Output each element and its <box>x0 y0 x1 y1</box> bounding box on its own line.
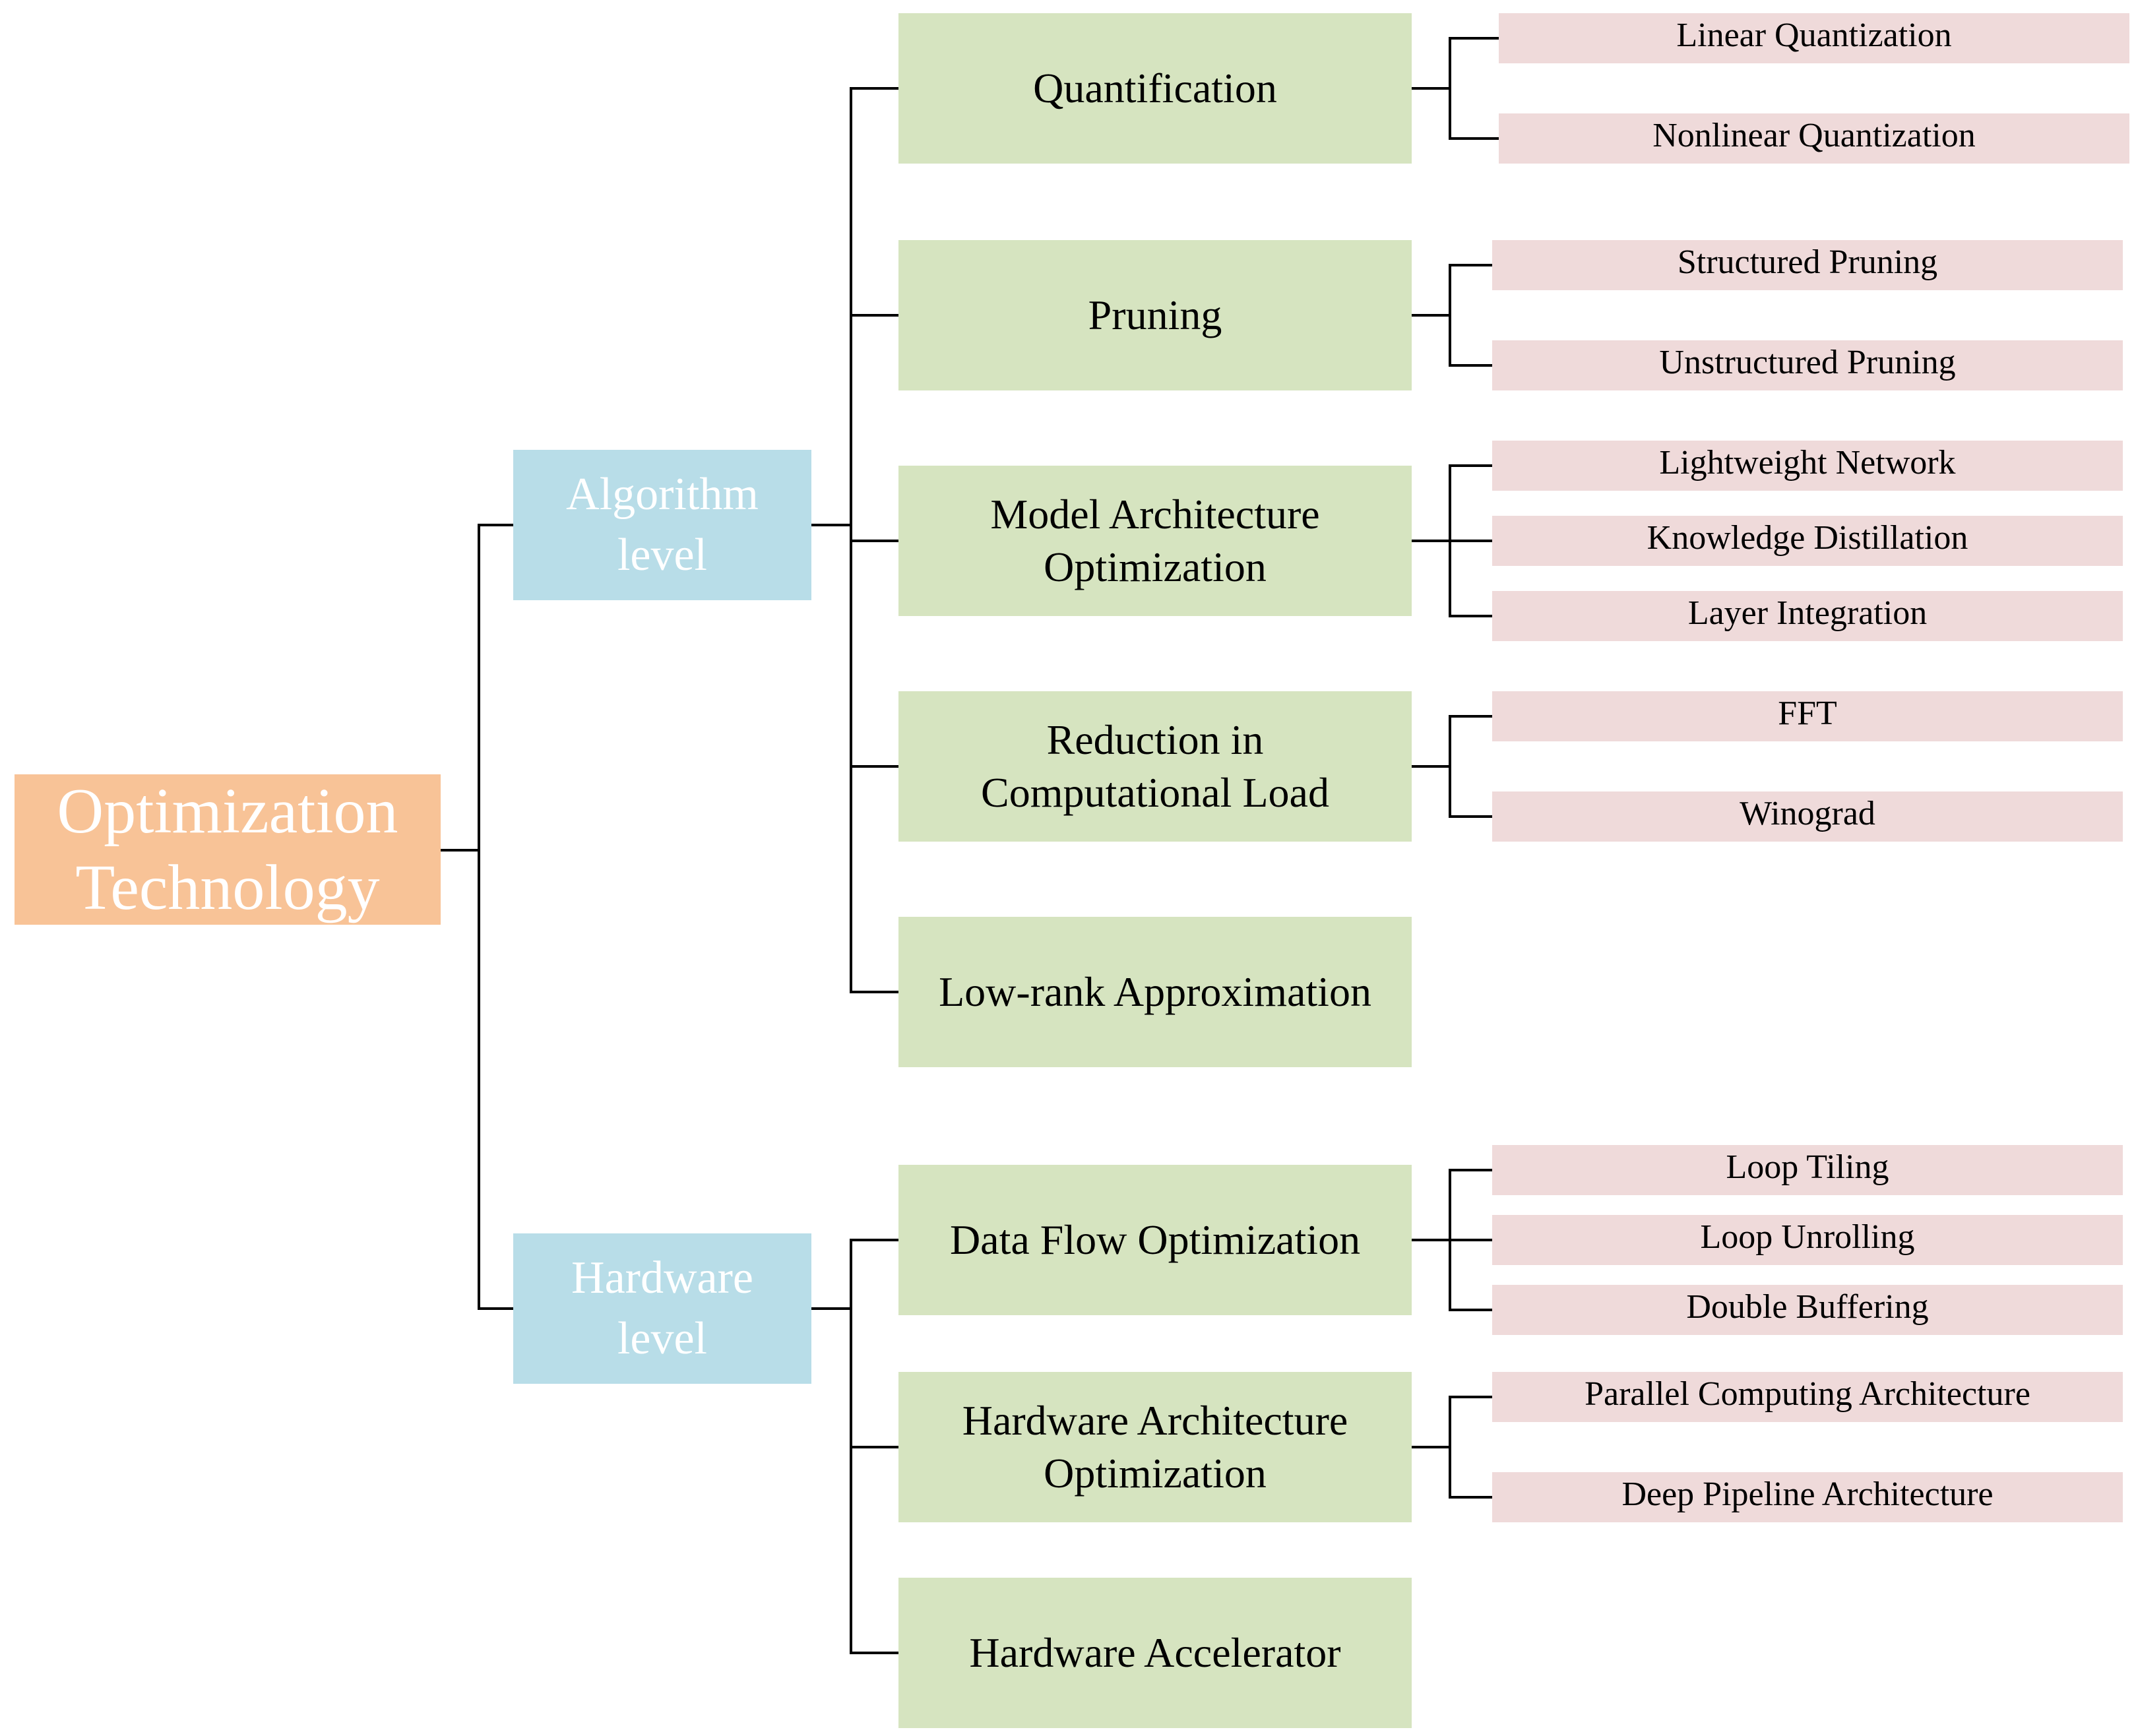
leaf-label-deep-pipeline: Deep Pipeline Architecture <box>1621 1475 1994 1513</box>
leaf-label-layer-integration: Layer Integration <box>1687 594 1928 632</box>
leaf-label-loop-tiling: Loop Tiling <box>1726 1148 1889 1186</box>
category-label-pruning: Pruning <box>1088 292 1222 338</box>
connector-to-deep-pipeline <box>1449 1496 1492 1499</box>
leaf-node-lightweight-network: Lightweight Network <box>1492 441 2123 491</box>
leaf-node-deep-pipeline: Deep Pipeline Architecture <box>1492 1472 2123 1522</box>
leaf-node-nonlinear-quantization: Nonlinear Quantization <box>1499 113 2129 164</box>
leaf-label-parallel-computing: Parallel Computing Architecture <box>1585 1375 2030 1413</box>
connector-to-hardware <box>478 1307 513 1310</box>
connector-data-flow-stub <box>1412 1239 1451 1241</box>
category-label-quantification: Quantification <box>1033 65 1277 111</box>
connector-to-parallel-computing <box>1449 1396 1492 1398</box>
connector-hardware-stub <box>811 1307 852 1310</box>
connector-to-unstructured-pruning <box>1449 364 1492 367</box>
connector-hardware-architecture-stub <box>1412 1446 1451 1448</box>
category-node-hardware-accelerator: Hardware Accelerator <box>898 1578 1412 1728</box>
category-node-low-rank: Low-rank Approximation <box>898 917 1412 1067</box>
category-node-pruning: Pruning <box>898 240 1412 390</box>
level-node-algorithm: Algorithm level <box>513 450 811 600</box>
connector-reduction-trunk <box>1449 715 1451 818</box>
connector-to-knowledge-distillation <box>1449 540 1492 542</box>
connector-to-hardware-architecture <box>850 1446 898 1448</box>
connector-to-layer-integration <box>1449 615 1492 617</box>
connector-to-linear-quantization <box>1449 37 1499 40</box>
connector-pruning-stub <box>1412 314 1451 317</box>
leaf-label-nonlinear-quantization: Nonlinear Quantization <box>1652 117 1976 154</box>
category-node-hardware-architecture: Hardware Architecture Optimization <box>898 1372 1412 1522</box>
connector-to-low-rank <box>850 991 898 993</box>
category-node-quantification: Quantification <box>898 13 1412 164</box>
leaf-label-linear-quantization: Linear Quantization <box>1676 16 1952 54</box>
connector-algorithm-stub <box>811 524 852 526</box>
category-label-hardware-accelerator: Hardware Accelerator <box>969 1629 1341 1676</box>
connector-to-hardware-accelerator <box>850 1652 898 1654</box>
category-node-data-flow: Data Flow Optimization <box>898 1165 1412 1315</box>
leaf-label-double-buffering: Double Buffering <box>1686 1288 1929 1326</box>
connector-reduction-stub <box>1412 765 1451 768</box>
category-label-reduction: Reduction in Computational Load <box>981 716 1329 816</box>
leaf-node-structured-pruning: Structured Pruning <box>1492 240 2123 290</box>
connector-to-winograd <box>1449 815 1492 818</box>
category-label-low-rank: Low-rank Approximation <box>939 968 1371 1015</box>
category-label-hardware-architecture: Hardware Architecture Optimization <box>962 1397 1348 1497</box>
connector-to-nonlinear-quantization <box>1449 137 1499 140</box>
root-label: Optimization Technology <box>57 776 398 923</box>
connector-to-loop-tiling <box>1449 1169 1492 1171</box>
connector-model-architecture-stub <box>1412 540 1451 542</box>
connector-to-double-buffering <box>1449 1309 1492 1311</box>
leaf-node-fft: FFT <box>1492 691 2123 741</box>
leaf-node-double-buffering: Double Buffering <box>1492 1285 2123 1335</box>
level-node-hardware: Hardware level <box>513 1233 811 1384</box>
connector-quantification-stub <box>1412 87 1451 90</box>
connector-to-structured-pruning <box>1449 264 1492 266</box>
root-node: Optimization Technology <box>15 774 441 925</box>
level-label-hardware: Hardware level <box>571 1253 753 1364</box>
leaf-node-knowledge-distillation: Knowledge Distillation <box>1492 516 2123 566</box>
leaf-node-linear-quantization: Linear Quantization <box>1499 13 2129 63</box>
level-label-algorithm: Algorithm level <box>566 469 759 580</box>
connector-to-quantification <box>850 87 898 90</box>
leaf-label-lightweight-network: Lightweight Network <box>1659 444 1956 481</box>
leaf-node-winograd: Winograd <box>1492 791 2123 842</box>
connector-to-model-architecture <box>850 540 898 542</box>
leaf-node-unstructured-pruning: Unstructured Pruning <box>1492 340 2123 390</box>
leaf-node-parallel-computing: Parallel Computing Architecture <box>1492 1372 2123 1422</box>
leaf-label-structured-pruning: Structured Pruning <box>1677 243 1938 281</box>
connector-pruning-trunk <box>1449 264 1451 367</box>
connector-to-algorithm <box>478 524 513 526</box>
category-label-model-architecture: Model Architecture Optimization <box>990 491 1320 590</box>
leaf-node-loop-tiling: Loop Tiling <box>1492 1145 2123 1195</box>
connector-to-fft <box>1449 715 1492 718</box>
leaf-label-loop-unrolling: Loop Unrolling <box>1700 1218 1915 1256</box>
connector-quantification-trunk <box>1449 37 1451 140</box>
leaf-label-fft: FFT <box>1778 695 1837 732</box>
connector-to-pruning <box>850 314 898 317</box>
category-label-data-flow: Data Flow Optimization <box>949 1216 1361 1263</box>
connector-to-reduction <box>850 765 898 768</box>
leaf-label-knowledge-distillation: Knowledge Distillation <box>1647 519 1968 557</box>
connector-to-lightweight-network <box>1449 464 1492 467</box>
category-node-model-architecture: Model Architecture Optimization <box>898 466 1412 616</box>
leaf-label-winograd: Winograd <box>1740 795 1875 832</box>
leaf-label-unstructured-pruning: Unstructured Pruning <box>1659 344 1956 381</box>
leaf-node-loop-unrolling: Loop Unrolling <box>1492 1215 2123 1265</box>
connector-to-loop-unrolling <box>1449 1239 1492 1241</box>
connector-to-data-flow <box>850 1239 898 1241</box>
connector-root-trunk <box>478 524 480 1310</box>
connector-root-stub <box>441 849 479 852</box>
leaf-node-layer-integration: Layer Integration <box>1492 591 2123 641</box>
category-node-reduction: Reduction in Computational Load <box>898 691 1412 842</box>
connector-hardware-architecture-trunk <box>1449 1396 1451 1499</box>
